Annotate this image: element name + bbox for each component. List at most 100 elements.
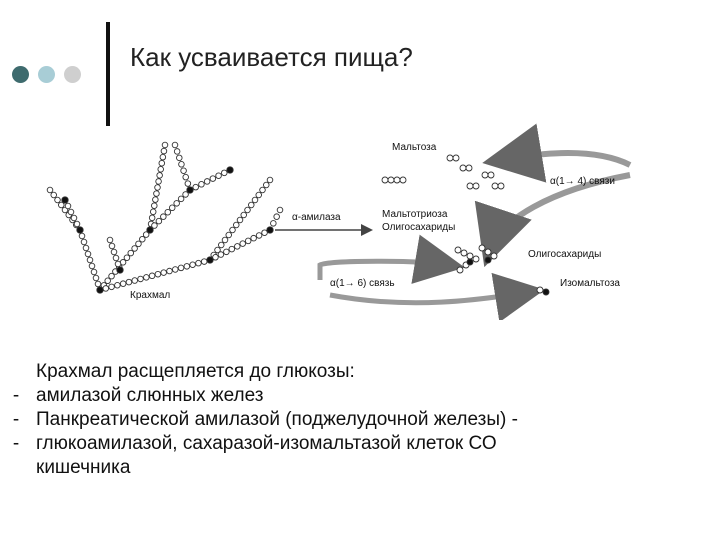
glucose-bead — [137, 275, 144, 283]
glucose-bead — [497, 182, 505, 190]
glucose-bead — [490, 252, 498, 260]
label-oligosaccharides-1: Олигосахариды — [382, 222, 455, 233]
glucose-bead — [108, 283, 115, 291]
glucose-bead — [232, 221, 240, 229]
glucose-bead — [157, 166, 164, 173]
glucose-bead — [536, 286, 544, 294]
glucose-bead — [491, 182, 499, 190]
glucose-bead — [180, 167, 187, 174]
glucose-bead — [481, 171, 489, 179]
glucose-bead — [110, 248, 118, 256]
glucose-bead — [155, 217, 163, 225]
glucose-bead — [266, 176, 274, 184]
glucose-bead — [173, 200, 180, 207]
branch-point-bead — [146, 226, 154, 234]
glucose-bead — [149, 208, 157, 216]
bullet-line-3: - глюкоамилазой, сахаразой-изомальтазой … — [10, 432, 710, 456]
glucose-bead — [154, 184, 161, 191]
glucose-bead — [387, 176, 395, 184]
glucose-bead — [152, 196, 159, 203]
glucose-bead — [90, 268, 98, 276]
glucose-bead — [73, 220, 81, 228]
small-sugars — [381, 154, 550, 296]
intro-text: Крахмал расщепляется до глюкозы: — [36, 361, 355, 382]
glucose-bead — [472, 182, 480, 190]
glucose-bead — [160, 147, 168, 155]
glucose-bead — [88, 262, 96, 270]
branch-point-bead — [484, 256, 492, 264]
glucose-bead — [195, 259, 202, 267]
glucose-bead — [112, 254, 120, 262]
glucose-bead — [466, 252, 474, 260]
glucose-bead — [381, 176, 389, 184]
branch-point-bead — [206, 256, 214, 264]
glucose-bead — [214, 246, 221, 254]
glucose-bead — [160, 269, 167, 276]
glucose-bead — [172, 266, 179, 273]
glucose-bead — [176, 154, 183, 162]
label-maltose: Мальтоза — [392, 142, 437, 153]
title-divider — [106, 22, 110, 126]
branch-point-bead — [226, 166, 234, 174]
glucose-bead — [244, 237, 252, 245]
glucose-bead — [154, 270, 162, 278]
glucose-bead — [108, 272, 115, 280]
glucose-bead — [262, 181, 270, 189]
glucose-bead — [466, 182, 474, 190]
bullet-marker: - — [12, 385, 20, 406]
glucose-bead — [131, 245, 138, 252]
slide-title: Как усваивается пища? — [130, 42, 413, 72]
glucose-bead — [102, 285, 110, 292]
starch-molecule — [46, 141, 284, 294]
glucose-bead — [184, 180, 192, 187]
glucose-bead — [239, 240, 246, 247]
glucose-bead — [189, 261, 196, 268]
glucose-bead — [215, 172, 222, 179]
glucose-bead — [106, 236, 114, 244]
glucose-bead — [217, 251, 225, 258]
maltose-curve-arrow — [482, 123, 632, 183]
glucose-bead — [221, 169, 228, 177]
dot-dark — [12, 66, 29, 83]
glucose-bead — [203, 178, 211, 185]
label-oligosaccharides-2: Олигосахариды — [528, 249, 601, 260]
glucose-bead — [155, 178, 162, 185]
glucose-bead — [472, 255, 480, 263]
starch-digestion-diagram: Крахмал α-амилаза Мальтоза Мальтотриоза … — [30, 120, 690, 323]
glucose-bead — [119, 280, 127, 287]
glucose-bead — [484, 248, 492, 256]
branch-point-bead — [466, 258, 474, 266]
glucose-bead — [168, 204, 176, 212]
dot-light-blue — [38, 66, 55, 83]
glucose-bead — [108, 242, 116, 250]
bullet-line-1: - амилазой слюнных желез — [10, 384, 710, 408]
oligo-curve-arrow — [474, 172, 631, 268]
glucose-bead — [64, 202, 72, 210]
glucose-bead — [182, 173, 189, 181]
branch-point-bead — [116, 266, 124, 274]
continuation-text: кишечника — [36, 457, 131, 478]
glucose-bead — [164, 208, 172, 216]
glucose-bead — [259, 186, 266, 194]
glucose-bead — [452, 154, 460, 162]
glucose-bead — [244, 206, 251, 214]
glucose-bead — [151, 222, 158, 229]
glucose-bead — [192, 183, 199, 191]
glucose-bead — [229, 226, 236, 234]
glucose-bead — [153, 190, 160, 197]
glucose-bead — [92, 274, 100, 282]
glucose-bead — [166, 267, 173, 275]
glucose-bead — [86, 256, 94, 264]
glucose-bead — [255, 191, 262, 199]
dot-gray — [64, 66, 81, 83]
glucose-bead — [159, 153, 167, 161]
glucose-bead — [273, 213, 280, 220]
glucose-bead — [158, 159, 166, 167]
glucose-bead — [123, 254, 131, 261]
glucose-bead — [251, 196, 259, 204]
glucose-bead — [223, 248, 230, 256]
glucose-bead — [94, 280, 102, 288]
label-amylase: α-амилаза — [292, 212, 341, 223]
glucose-bead — [177, 264, 185, 272]
glucose-bead — [173, 148, 181, 155]
